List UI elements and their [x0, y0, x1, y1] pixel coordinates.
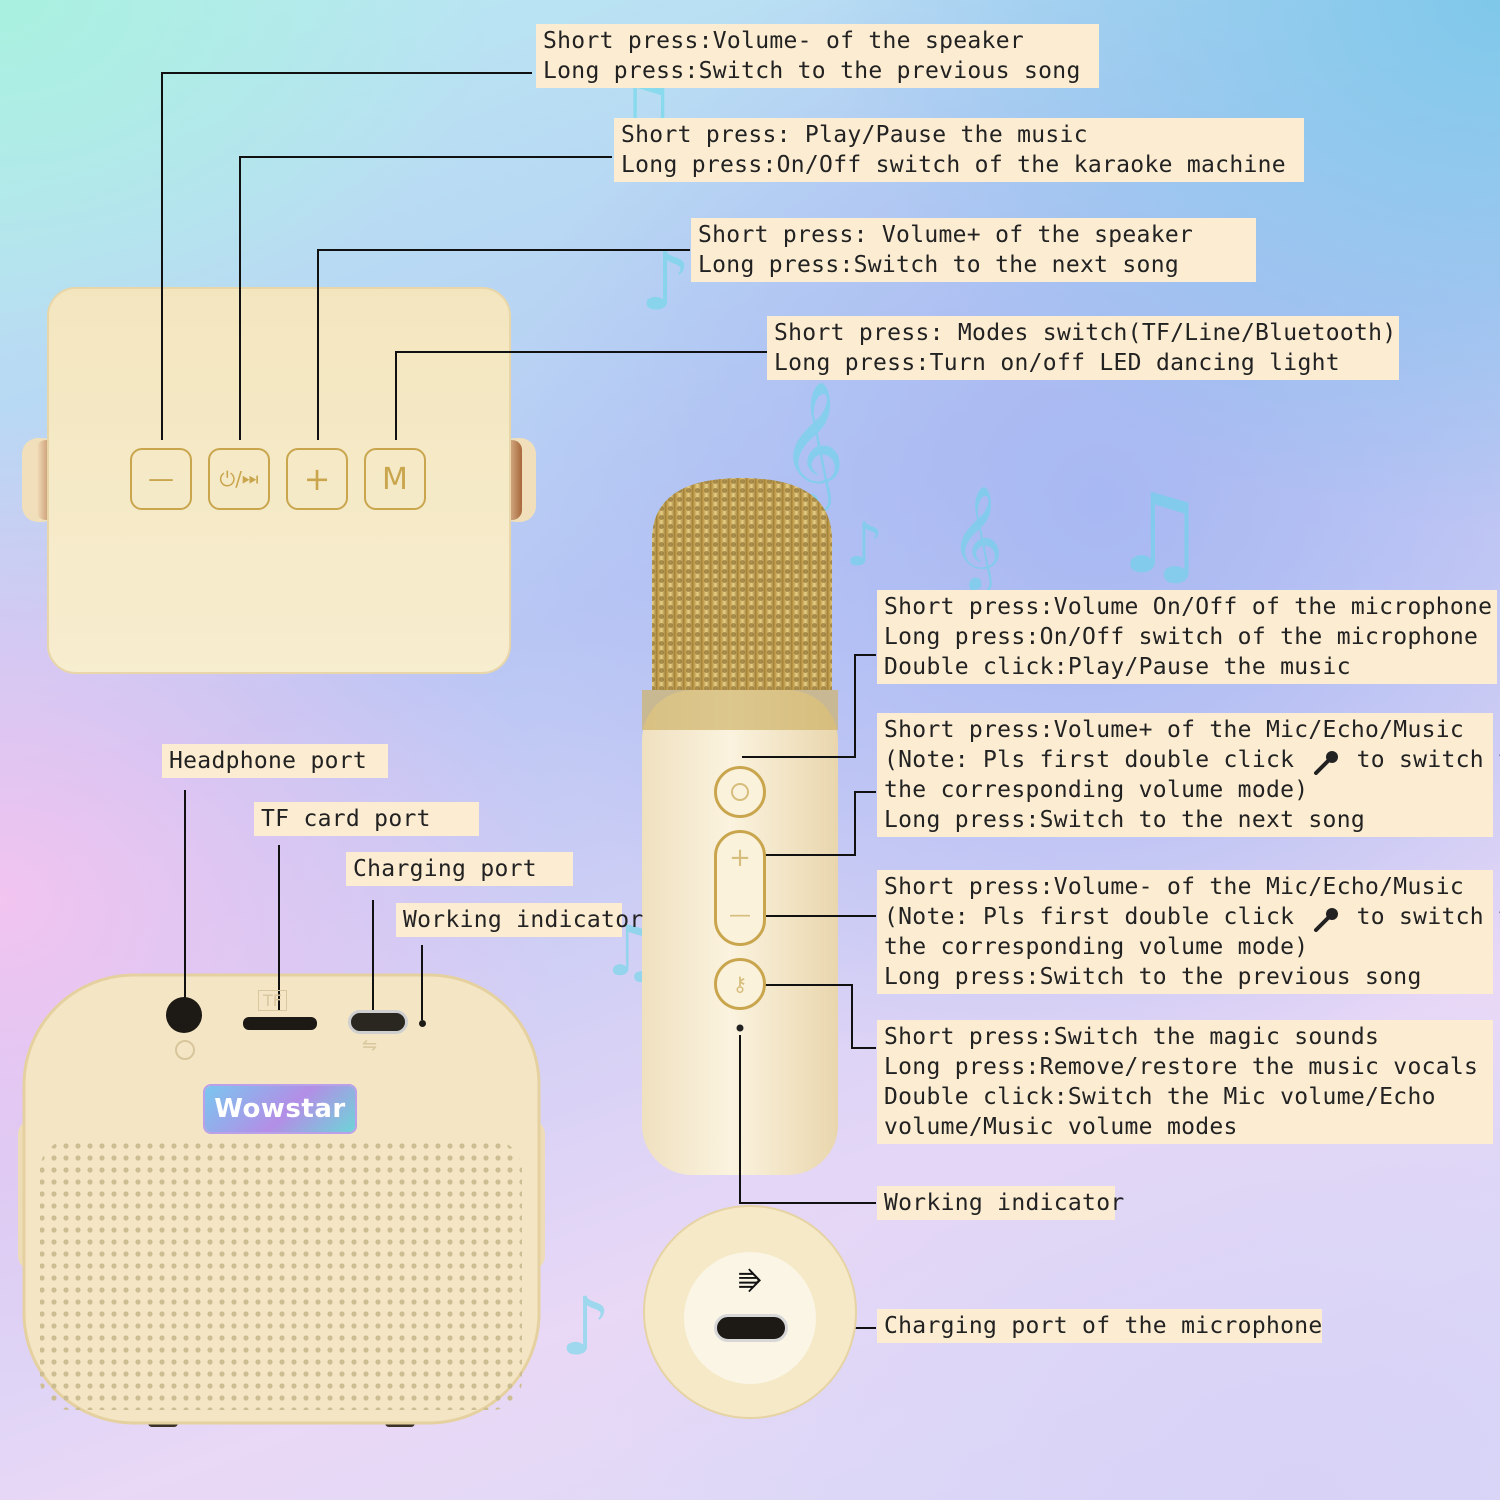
usb-c-port[interactable] [348, 1010, 408, 1034]
power-icon [731, 783, 749, 801]
mic-volume-rocker[interactable]: + — [714, 830, 766, 946]
mic-magic-sound-button[interactable]: ⚷ [714, 958, 766, 1010]
callout-mic-working-indicator: Working indicator [877, 1186, 1124, 1220]
label-charging-port: Charging port [346, 852, 573, 886]
speaker-front [18, 973, 545, 1427]
callout-volume-down: Short press:Volume- of the speaker Long … [536, 24, 1099, 88]
tf-card-slot[interactable] [243, 1017, 317, 1030]
treble-clef-icon: 𝄞 [950, 485, 1004, 590]
working-indicator-led [419, 1020, 426, 1027]
callout-mic-charging-port: Charging port of the microphone [877, 1309, 1322, 1343]
volume-up-button[interactable]: + [286, 448, 348, 510]
usb-marking: ⇋ [362, 1035, 378, 1056]
mic-icon [1308, 749, 1342, 775]
brand-name: Wowstar [214, 1094, 346, 1124]
mic-icon [1308, 906, 1342, 932]
mic-power-button[interactable] [714, 766, 766, 818]
brand-badge: Wowstar [205, 1086, 355, 1132]
mode-button[interactable]: M [364, 448, 426, 510]
speaker-top-body [47, 287, 511, 674]
callout-mic-volume-down: Short press:Volume- of the Mic/Echo/Musi… [877, 870, 1500, 994]
microphone [642, 478, 838, 1175]
usb-icon: ⭆ [738, 1268, 762, 1298]
mic-bottom-view [643, 1205, 857, 1419]
plus-icon: + [303, 460, 331, 498]
callout-volume-up: Short press: Volume+ of the speaker Long… [691, 218, 1256, 282]
headphone-jack[interactable] [166, 997, 202, 1033]
key-icon: ⚷ [732, 972, 748, 996]
play-power-button[interactable]: ⏻/⏭ [208, 448, 270, 510]
minus-icon: — [729, 903, 751, 928]
music-note-icon: ♫ [1110, 470, 1209, 598]
minus-icon: — [148, 464, 174, 494]
callout-magic-sounds: Short press:Switch the magic sounds Long… [877, 1020, 1493, 1144]
top-leader-lines [161, 72, 767, 440]
port-leader-lines [184, 790, 423, 1020]
callout-play-pause: Short press: Play/Pause the music Long p… [614, 118, 1304, 182]
headphone-icon [175, 1040, 195, 1060]
music-note-icon: ♪ [845, 510, 884, 580]
power-play-icon: ⏻/⏭ [219, 467, 259, 491]
music-note-icon: ♪ [560, 1280, 612, 1373]
label-working-indicator: Working indicator [396, 903, 643, 937]
callout-mic-power: Short press:Volume On/Off of the microph… [877, 590, 1497, 684]
tf-card-marking: TF [258, 990, 287, 1011]
label-headphone-port: Headphone port [162, 744, 388, 778]
volume-down-button[interactable]: — [130, 448, 192, 510]
callout-mode: Short press: Modes switch(TF/Line/Blueto… [767, 316, 1399, 380]
plus-icon: + [729, 843, 751, 873]
callout-mic-volume-up: Short press:Volume+ of the Mic/Echo/Musi… [877, 713, 1500, 837]
mode-icon: M [382, 461, 408, 497]
mic-usb-c-port[interactable] [714, 1314, 788, 1342]
label-tf-card-port: TF card port [254, 802, 479, 836]
